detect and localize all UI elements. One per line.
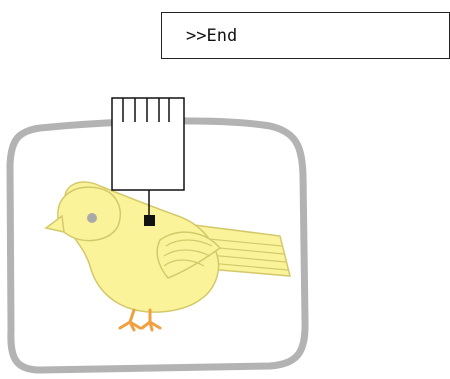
cage-frame xyxy=(6,117,309,374)
claw-machine-icon xyxy=(111,97,185,226)
command-input-box[interactable]: >>End xyxy=(161,12,450,59)
command-text: >>End xyxy=(186,26,238,46)
bird-icon xyxy=(44,181,291,332)
